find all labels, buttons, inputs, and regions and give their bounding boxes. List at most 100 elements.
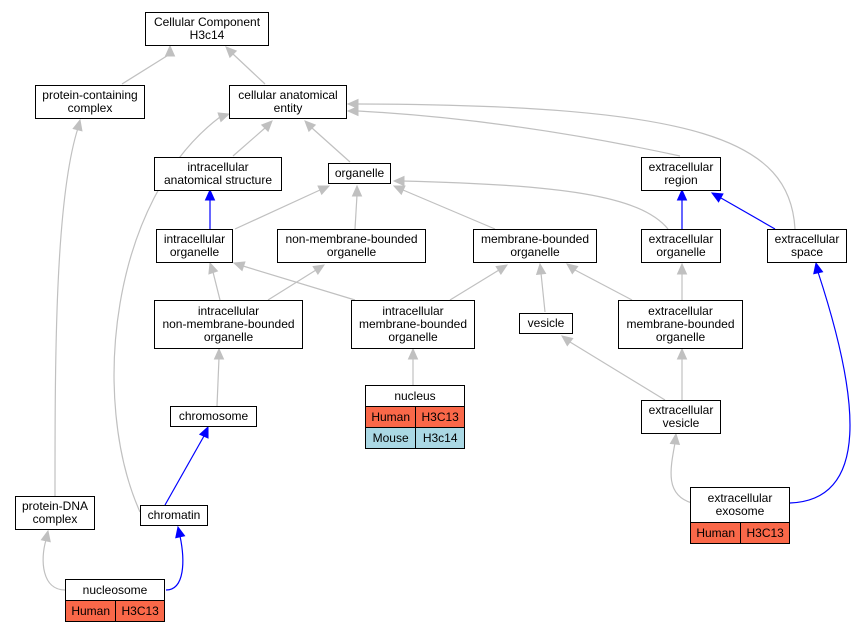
node-label-line: organelle (656, 245, 706, 259)
edge-nucleus-imbo-arrowhead (407, 347, 419, 360)
node-label-line: Cellular Component (153, 15, 261, 29)
edge-eo-org-arrowhead (392, 175, 405, 187)
edge-es-cae-arrowhead (346, 98, 359, 110)
edge-er-cae (357, 110, 681, 157)
node-intracellular-membrane-bounded-organelle[interactable]: intracellular membrane-bounded organelle (351, 300, 475, 349)
node-intracellular-organelle[interactable]: intracellular organelle (156, 229, 233, 263)
species-cell-mouse: Mouse (364, 427, 417, 449)
node-label-line: organelle (334, 166, 385, 180)
edge-nmbo-org-arrowhead (351, 184, 363, 197)
edge-ves-mbo-arrowhead (535, 262, 547, 276)
node-label-line: extracellular (648, 304, 713, 318)
node-label-line: vesicle (527, 316, 565, 330)
edge-pcc-cc (121, 53, 171, 85)
node-label-line: non-membrane-bounded (162, 317, 295, 331)
edge-io-org-arrowhead (317, 185, 331, 196)
edge-pdna-pcc (54, 127, 79, 497)
node-extracellular-organelle[interactable]: extracellular organelle (641, 229, 721, 263)
node-label-line: extracellular (774, 232, 840, 246)
node-intracellular-anatomical-structure[interactable]: intracellular anatomical structure (154, 157, 282, 191)
node-label-line: non-membrane-bounded (285, 232, 418, 246)
node-cellular-component[interactable]: Cellular Component H3c14 (145, 12, 269, 46)
node-cellular-anatomical-entity[interactable]: cellular anatomical entity (229, 85, 347, 119)
edge-cae-cc-arrowhead (225, 46, 238, 59)
edge-er-cae-arrowhead (346, 105, 359, 117)
node-label-line: vesicle (662, 416, 700, 430)
node-label-line: organelle (203, 330, 254, 344)
edge-io-org (234, 189, 321, 230)
node-intracellular-non-membrane-bounded-organelle[interactable]: intracellular non-membrane-bounded organ… (154, 300, 303, 349)
edge-imbo-io-arrowhead (232, 261, 246, 272)
node-label-line: membrane-bounded (480, 232, 590, 246)
node-label-line: entity (273, 101, 303, 115)
node-non-membrane-bounded-organelle[interactable]: non-membrane-bounded organelle (277, 229, 426, 263)
node-label-line: H3c14 (189, 28, 225, 42)
node-protein-dna-complex[interactable]: protein-DNA complex (15, 496, 95, 530)
edge-io-ias-arrowhead (204, 188, 216, 201)
species-cell-human: Human (689, 522, 742, 544)
table-title: nucleus (365, 385, 465, 407)
node-label-line: cellular anatomical (238, 88, 338, 102)
node-nucleosome[interactable]: nucleosome Human H3C13 (64, 579, 165, 622)
edge-embo-mbo (574, 269, 633, 301)
edge-nucleosome-pdna-arrowhead (40, 529, 51, 543)
edge-eo-er-arrowhead (676, 188, 688, 201)
gene-cell: H3C13 (115, 600, 165, 622)
edge-ias-cae (232, 127, 266, 157)
edge-ias-cae-arrowhead (260, 120, 273, 133)
edge-es-er-arrowhead (710, 192, 724, 203)
species-cell-human: Human (64, 600, 117, 622)
edge-chrm-cae (113, 116, 221, 513)
node-label-line: organelle (655, 330, 706, 344)
edge-inmbo-io (212, 271, 221, 301)
node-label-line: organelle (326, 245, 377, 259)
edge-mbo-org-arrowhead (392, 185, 406, 196)
edge-embo-eo-arrowhead (676, 262, 688, 275)
node-extracellular-membrane-bounded-organelle[interactable]: extracellular membrane-bounded organelle (618, 300, 743, 349)
node-label-line: organelle (169, 245, 220, 259)
edge-imbo-mbo (449, 269, 500, 301)
node-label-line: extracellular (648, 403, 714, 417)
node-nucleus[interactable]: nucleus Human H3C13 Mouse H3c14 (364, 385, 465, 449)
edge-nmbo-org (354, 194, 358, 230)
edge-chrm-chr-arrowhead (198, 425, 209, 439)
edge-eo-org (401, 180, 669, 230)
node-organelle[interactable]: organelle (328, 163, 391, 184)
edge-ev-ves (569, 341, 666, 401)
edge-cae-cc (232, 53, 266, 85)
node-extracellular-vesicle[interactable]: extracellular vesicle (641, 400, 721, 434)
edge-imbo-io (242, 265, 356, 301)
node-label-line: intracellular (187, 160, 249, 174)
node-label-line: region (664, 173, 698, 187)
node-label-line: complex (67, 101, 113, 115)
edge-ev-ves-arrowhead (561, 335, 574, 347)
node-label-line: protein-containing (42, 88, 138, 102)
edge-exosome-es (789, 271, 851, 504)
node-label-line: intracellular (382, 304, 444, 318)
edge-exosome-ev (670, 442, 693, 504)
node-extracellular-region[interactable]: extracellular region (641, 157, 721, 191)
node-membrane-bounded-organelle[interactable]: membrane-bounded organelle (473, 229, 597, 263)
edge-inmbo-io-arrowhead (208, 261, 219, 275)
node-label-line: organelle (510, 245, 560, 259)
edge-embo-mbo-arrowhead (566, 263, 579, 275)
gene-cell: H3C13 (415, 406, 465, 428)
node-protein-containing-complex[interactable]: protein-containing complex (35, 85, 145, 119)
node-label-line: organelle (388, 330, 438, 344)
edge-inmbo-nmbo (267, 269, 317, 301)
table-title: extracellular exosome (690, 487, 790, 523)
node-chromatin[interactable]: chromatin (140, 505, 208, 526)
node-vesicle[interactable]: vesicle (519, 313, 573, 334)
node-label-line: space (790, 245, 824, 259)
node-label-line: extracellular (648, 160, 714, 174)
node-extracellular-space[interactable]: extracellular space (767, 229, 847, 263)
node-extracellular-exosome[interactable]: extracellular exosome Human H3C13 (689, 487, 790, 544)
edge-exosome-ev-arrowhead (669, 432, 681, 446)
edge-nucleosome-chrm (165, 535, 184, 591)
node-chromosome[interactable]: chromosome (170, 406, 257, 427)
edge-chrm-chr (164, 435, 205, 506)
edge-nucleosome-chrm-arrowhead (175, 525, 186, 539)
edge-imbo-mbo-arrowhead (495, 264, 509, 276)
node-label-line: membrane-bounded (626, 317, 735, 331)
